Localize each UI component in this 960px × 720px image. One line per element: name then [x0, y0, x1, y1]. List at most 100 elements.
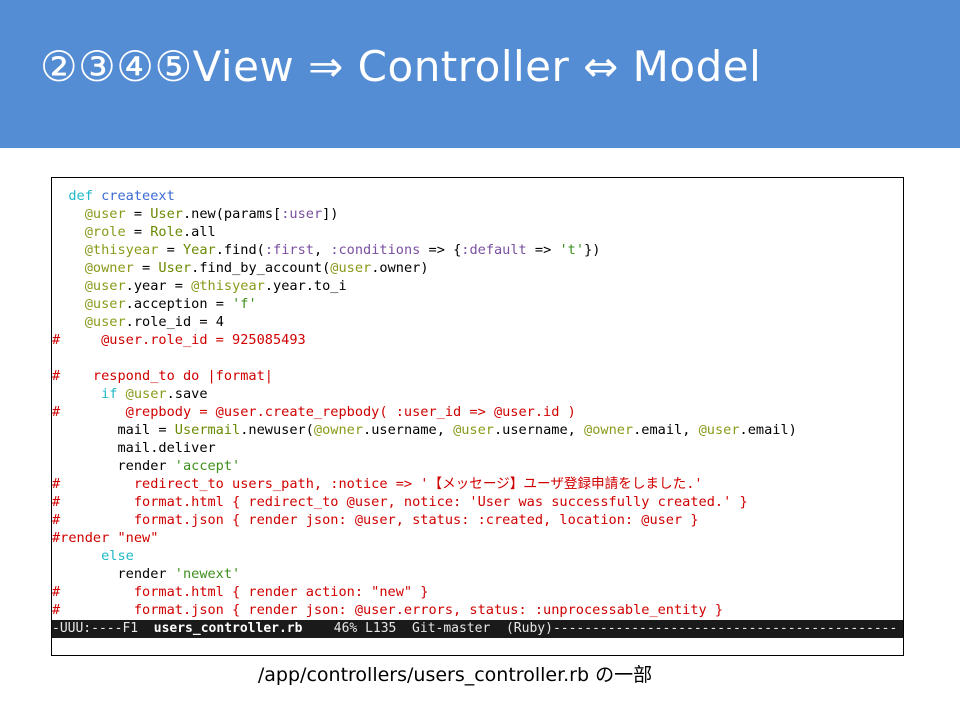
- code-token-plain: mail =: [52, 422, 175, 438]
- modeline-status: -UUU:----F1: [52, 621, 154, 636]
- code-line[interactable]: mail.deliver: [52, 439, 903, 457]
- code-token-plain: .year =: [125, 278, 192, 294]
- code-token-plain: .find_by_account(: [191, 260, 331, 276]
- code-token-comment: # redirect_to users_path, :notice => '【メ…: [52, 476, 703, 492]
- code-token-plain: .username,: [363, 422, 454, 438]
- code-view[interactable]: def createext @user = User.new(params[:u…: [52, 187, 903, 619]
- code-line[interactable]: # format.html { render action: "new" }: [52, 583, 903, 601]
- code-line[interactable]: #render "new": [52, 529, 903, 547]
- code-line[interactable]: @role = Role.all: [52, 223, 903, 241]
- code-token-const: User: [150, 206, 183, 222]
- code-line[interactable]: @user.role_id = 4: [52, 313, 903, 331]
- code-token-plain: .email): [739, 422, 797, 438]
- code-token-kw: if: [52, 386, 126, 402]
- code-line[interactable]: render 'newext': [52, 565, 903, 583]
- code-token-sym: :default: [461, 242, 527, 258]
- code-line[interactable]: [52, 349, 903, 367]
- code-token-ivar: @user: [698, 422, 740, 438]
- code-token-comment: # format.json { render json: @user.error…: [52, 602, 724, 618]
- code-token-sym: :first: [264, 242, 314, 258]
- code-token-comment: # @user.role_id = 925085493: [52, 332, 306, 348]
- code-token-plain: =>: [526, 242, 560, 258]
- code-token-plain: .owner): [371, 260, 429, 276]
- code-line[interactable]: # format.json { render json: @user.error…: [52, 601, 903, 619]
- code-editor-window[interactable]: def createext @user = User.new(params[:u…: [51, 177, 904, 656]
- code-token-plain: ]): [322, 206, 339, 222]
- code-token-ivar: @user: [330, 260, 372, 276]
- code-line[interactable]: @owner = User.find_by_account(@user.owne…: [52, 259, 903, 277]
- code-token-kw: def: [52, 188, 102, 204]
- code-line[interactable]: # @repbody = @user.create_repbody( :user…: [52, 403, 903, 421]
- code-token-comment: # format.html { render action: "new" }: [52, 584, 429, 600]
- code-token-comment: # format.html { redirect_to @user, notic…: [52, 494, 748, 510]
- code-token-ivar: @owner: [313, 422, 364, 438]
- code-token-comment: # @repbody = @user.create_repbody( :user…: [52, 404, 576, 420]
- code-line[interactable]: # respond_to do |format|: [52, 367, 903, 385]
- code-line[interactable]: else: [52, 547, 903, 565]
- modeline-major-mode[interactable]: (Ruby): [505, 621, 553, 636]
- code-token-ivar: @user: [52, 206, 126, 222]
- code-token-const: User: [158, 260, 192, 276]
- code-line[interactable]: def createext: [52, 187, 903, 205]
- code-line[interactable]: @user.year = @thisyear.year.to_i: [52, 277, 903, 295]
- code-token-plain: =: [125, 224, 151, 240]
- code-token-plain: .save: [166, 386, 208, 402]
- figure-caption: /app/controllers/users_controller.rb の一部: [257, 664, 653, 686]
- code-token-plain: .acception =: [125, 296, 233, 312]
- code-token-ivar: @user: [52, 296, 126, 312]
- code-token-kw: else: [52, 548, 134, 564]
- code-token-str: 'f': [232, 296, 257, 312]
- code-token-const: Usermail: [174, 422, 241, 438]
- modeline-position: 46% L135: [302, 621, 413, 636]
- code-token-fn: createext: [101, 188, 175, 204]
- code-line[interactable]: @user = User.new(params[:user]): [52, 205, 903, 223]
- code-token-plain: .year.to_i: [264, 278, 347, 294]
- code-line[interactable]: if @user.save: [52, 385, 903, 403]
- code-token-ivar: @user: [52, 314, 126, 330]
- code-line[interactable]: # format.json { render json: @user, stat…: [52, 511, 903, 529]
- code-token-plain: =: [133, 260, 159, 276]
- code-line[interactable]: # format.html { redirect_to @user, notic…: [52, 493, 903, 511]
- code-line[interactable]: mail = Usermail.newuser(@owner.username,…: [52, 421, 903, 439]
- code-token-plain: mail.deliver: [52, 440, 216, 456]
- code-line[interactable]: # redirect_to users_path, :notice => '【メ…: [52, 475, 903, 493]
- code-token-plain: render: [52, 566, 175, 582]
- code-token-plain: .email,: [633, 422, 699, 438]
- code-token-ivar: @thisyear: [52, 242, 159, 258]
- code-token-const: Year: [182, 242, 216, 258]
- code-token-sym: :conditions: [330, 242, 421, 258]
- code-token-plain: =: [158, 242, 183, 258]
- title-bar: [0, 0, 960, 148]
- code-token-ivar: @user: [125, 386, 167, 402]
- code-token-ivar: @user: [453, 422, 494, 438]
- code-line[interactable]: @thisyear = Year.find(:first, :condition…: [52, 241, 903, 259]
- code-token-const: Role: [150, 224, 183, 240]
- code-token-plain: .role_id = 4: [125, 314, 224, 330]
- code-line[interactable]: # @user.role_id = 925085493: [52, 331, 903, 349]
- code-token-ivar: @user: [52, 278, 126, 294]
- modeline-git-branch[interactable]: Git-master: [412, 621, 506, 636]
- code-token-plain: }): [584, 242, 601, 258]
- code-token-plain: .find(: [215, 242, 265, 258]
- code-token-ivar: @thisyear: [191, 278, 265, 294]
- code-line[interactable]: @user.acception = 'f': [52, 295, 903, 313]
- code-token-str: 'newext': [174, 566, 241, 582]
- code-line[interactable]: render 'accept': [52, 457, 903, 475]
- code-token-sym: :user: [281, 206, 323, 222]
- modeline-buffer-name[interactable]: users_controller.rb: [153, 621, 303, 636]
- slide-title: ②③④⑤View ⇒ Controller ⇔ Model: [40, 42, 762, 91]
- modeline-fill: ----------------------------------------…: [552, 621, 898, 636]
- code-token-plain: render: [52, 458, 175, 474]
- code-token-ivar: @owner: [52, 260, 134, 276]
- code-token-plain: .username,: [493, 422, 585, 438]
- code-token-ivar: @owner: [584, 422, 634, 438]
- code-token-plain: .new(params[: [182, 206, 282, 222]
- code-token-plain: .newuser(: [240, 422, 314, 438]
- code-token-plain: => {: [420, 242, 462, 258]
- editor-modeline: -UUU:----F1 users_controller.rb 46% L135…: [52, 620, 903, 638]
- code-token-str: 'accept': [174, 458, 241, 474]
- code-token-plain: =: [125, 206, 151, 222]
- code-token-plain: ,: [313, 242, 331, 258]
- code-token-ivar: @role: [52, 224, 126, 240]
- code-token-comment: # format.json { render json: @user, stat…: [52, 512, 699, 528]
